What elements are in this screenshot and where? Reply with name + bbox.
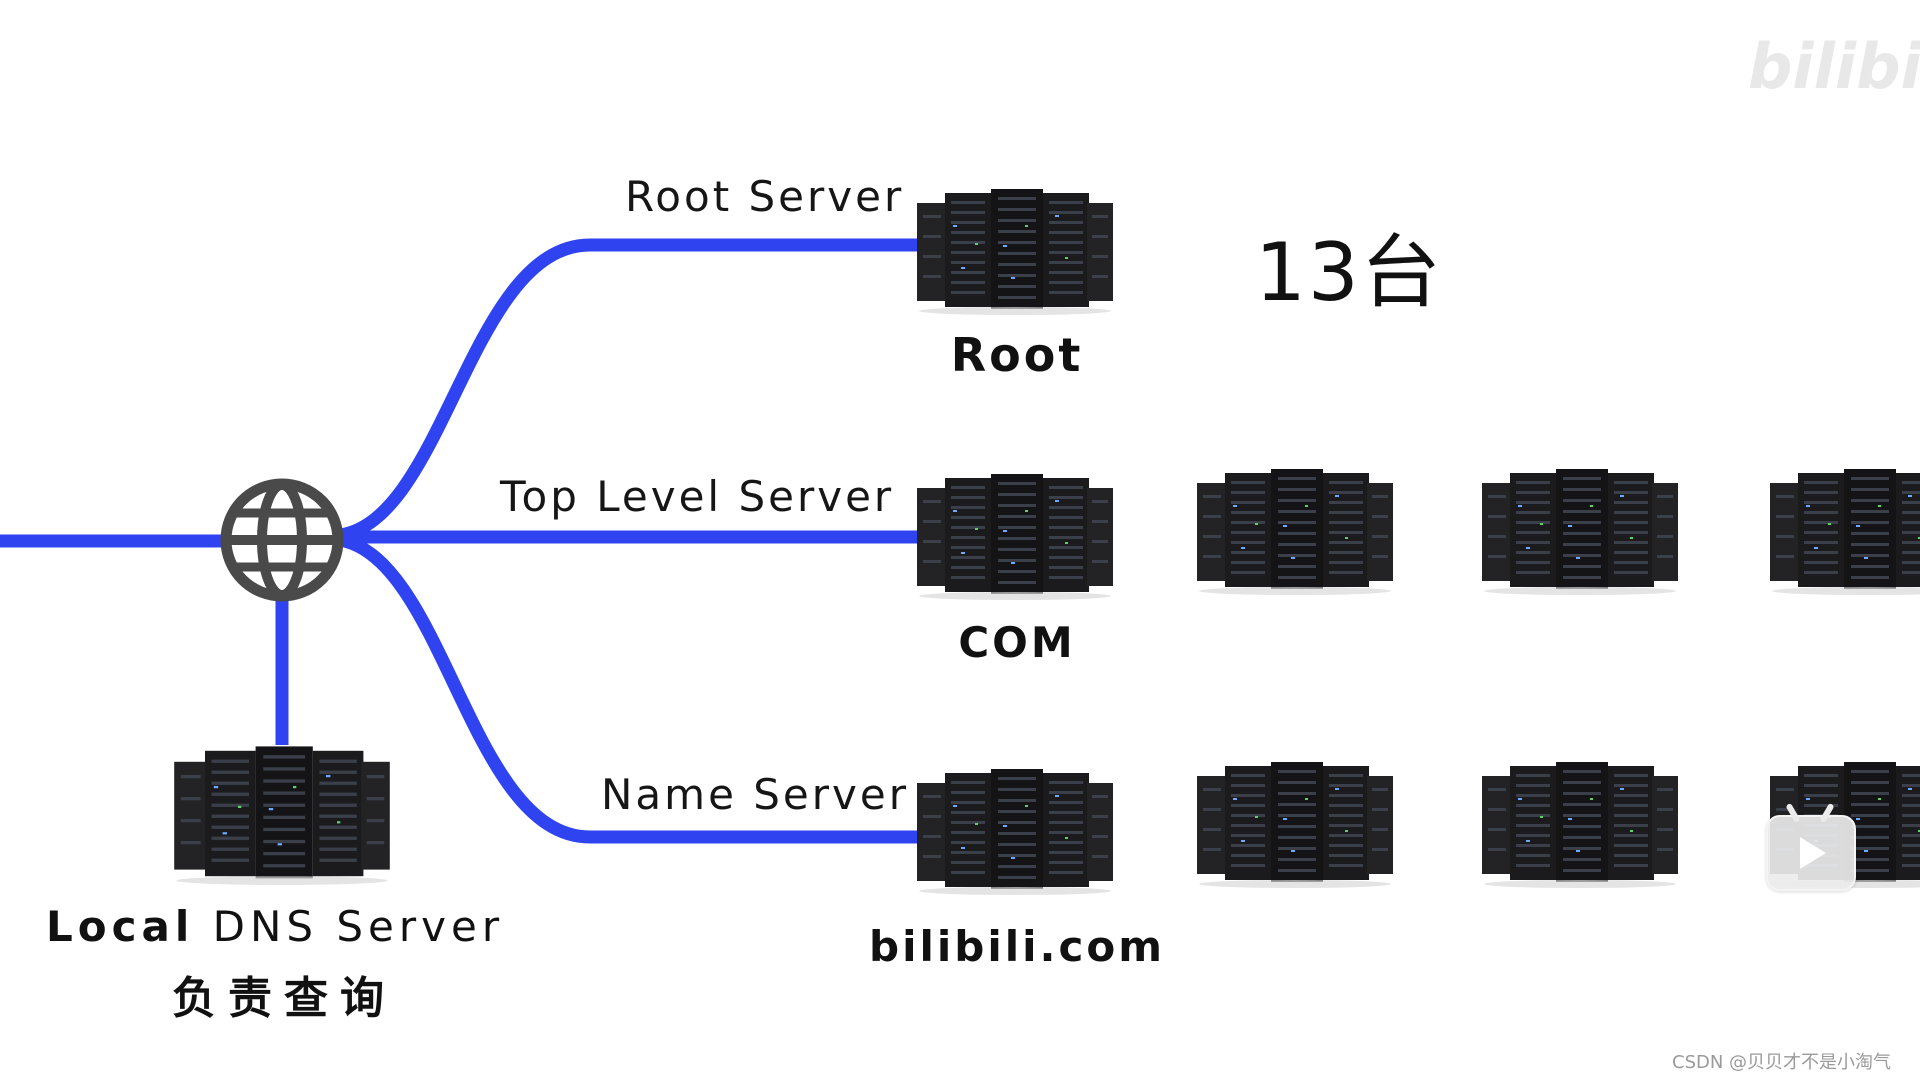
- server-rack-icon: [915, 765, 1115, 895]
- server-rack-icon: [1195, 758, 1395, 888]
- root-server-count: 13台: [1255, 226, 1443, 319]
- local-label-rest: DNS Server: [212, 902, 505, 951]
- local-label-bold: Local: [46, 902, 195, 951]
- play-icon[interactable]: [1766, 802, 1856, 891]
- line-root: [338, 238, 920, 542]
- server-rack-icon: [1195, 465, 1395, 595]
- root-server-line-label: Root Server: [625, 172, 905, 221]
- play-triangle: [1800, 837, 1826, 869]
- server-rack-icon: [1480, 465, 1680, 595]
- com-server-name: COM: [958, 618, 1076, 667]
- line-name: [338, 533, 920, 844]
- top-level-server-line-label: Top Level Server: [500, 472, 895, 521]
- local-dns-server-label: Local DNS Server: [46, 902, 504, 951]
- local-dns-duty-label: 负责查询: [172, 973, 396, 1024]
- name-server-line-label: Name Server: [601, 770, 909, 819]
- server-rack-icon: [172, 742, 392, 885]
- bilibili-server-name: bilibili.com: [869, 922, 1165, 971]
- server-rack-icon: [915, 470, 1115, 600]
- server-rack-icon: [915, 185, 1115, 315]
- server-rack-icon: [1480, 758, 1680, 888]
- root-server-name: Root: [950, 328, 1084, 382]
- source-credit: CSDN @贝贝才不是小淘气: [1672, 1052, 1892, 1073]
- server-rack-icon: [1768, 465, 1920, 595]
- bilibili-watermark-logo: bilibili: [1748, 30, 1920, 103]
- globe-icon: [220, 478, 344, 602]
